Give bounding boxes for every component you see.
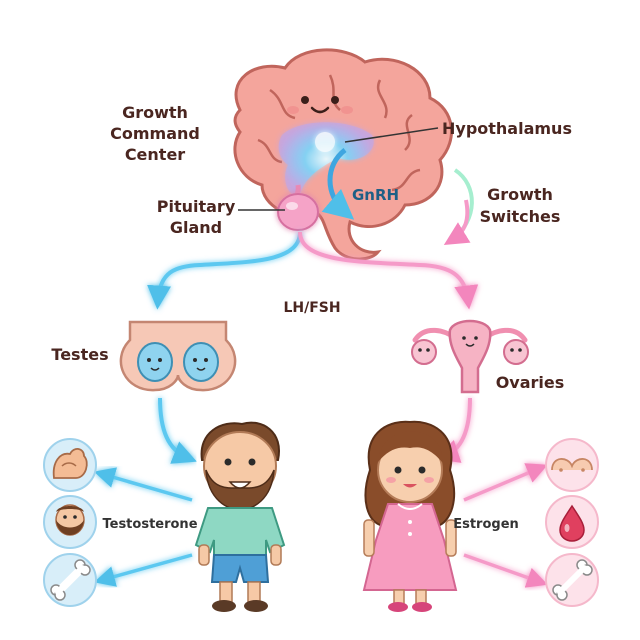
bone-icon bbox=[545, 553, 599, 607]
boy-icon bbox=[194, 421, 286, 612]
pituitary-label: Pituitary bbox=[157, 197, 236, 216]
growth-switches-arrow bbox=[443, 199, 471, 246]
muscle-icon bbox=[43, 438, 97, 492]
breast-icon bbox=[545, 438, 599, 492]
growth-switches-label: Switches bbox=[480, 207, 561, 226]
growth-command-label: Center bbox=[125, 145, 185, 164]
testes-icon bbox=[119, 320, 237, 392]
hypothalamus-pointer bbox=[344, 127, 439, 143]
testosterone-arrow-muscle bbox=[93, 467, 193, 502]
testosterone-arrow-bone bbox=[93, 553, 193, 587]
testes-to-boy-arrow bbox=[158, 397, 197, 464]
pituitary-gland-icon bbox=[277, 184, 319, 231]
estrogen-arrow-breast bbox=[463, 463, 548, 502]
lh-fsh-arrow-right bbox=[298, 231, 479, 310]
gnrh-label: GnRH bbox=[352, 186, 399, 204]
ovaries-icon bbox=[411, 319, 529, 394]
girl-icon bbox=[362, 420, 458, 612]
hypothalamus-label: Hypothalamus bbox=[442, 119, 572, 138]
gnrh-arrow bbox=[321, 148, 355, 220]
estrogen-label: Estrogen bbox=[453, 517, 519, 532]
bone-icon bbox=[43, 553, 97, 607]
estrogen-arrow-bone bbox=[463, 553, 548, 588]
testosterone-label: Testosterone bbox=[102, 517, 197, 532]
growth-command-label: Growth bbox=[122, 103, 188, 122]
beard-icon bbox=[43, 495, 97, 549]
pituitary-label: Gland bbox=[170, 218, 222, 237]
growth-command-label: Command bbox=[110, 124, 200, 143]
lh-fsh-label: LH/FSH bbox=[283, 300, 340, 316]
lh-fsh-arrow-left bbox=[147, 231, 302, 310]
growth-switches-label: Growth bbox=[487, 185, 553, 204]
blood-drop-icon bbox=[545, 495, 599, 549]
testes-label: Testes bbox=[51, 345, 108, 364]
ovaries-label: Ovaries bbox=[496, 373, 565, 392]
